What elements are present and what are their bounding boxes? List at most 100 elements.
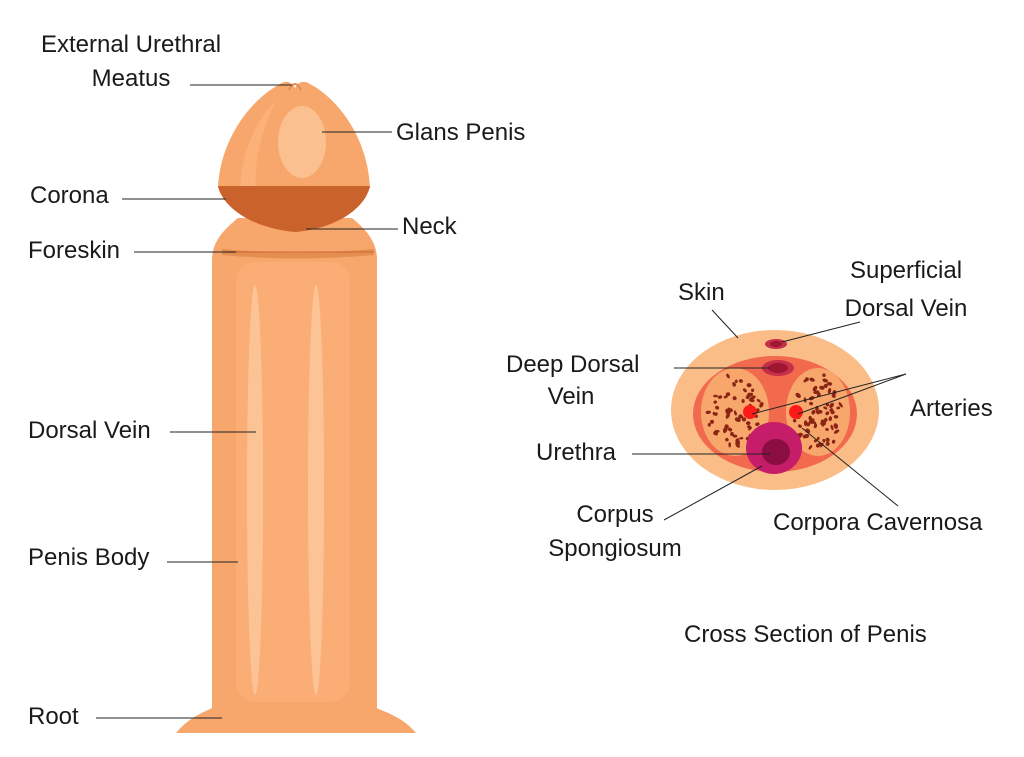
label-foreskin: Foreskin	[28, 237, 121, 264]
cavernosa-dot	[831, 439, 836, 444]
superficial-label-line2: Dorsal Vein	[844, 295, 968, 322]
cavernosa-dot	[727, 407, 731, 413]
cavernosa-dot	[750, 388, 755, 392]
cross-leader-lines	[632, 309, 907, 521]
cavernosa-dot	[745, 421, 751, 426]
deep-label-line2: Vein	[547, 383, 595, 410]
cavernosa-dot	[809, 377, 815, 382]
cavernosa-dot	[804, 377, 809, 382]
cavernosa-dot	[750, 392, 754, 396]
cavernosa-dot	[723, 426, 728, 434]
cavernosa-dot	[833, 415, 839, 419]
glans-highlight	[278, 106, 326, 178]
cavernosa-dot	[727, 427, 733, 432]
cavernosa-dot	[810, 420, 817, 424]
cavernosa-dot	[813, 390, 820, 395]
cavernosa-dot	[742, 388, 747, 393]
cavernosa-dot	[741, 399, 745, 403]
cavernosa-dot	[805, 422, 811, 427]
superficial-label-line1: Superficial	[849, 257, 963, 284]
arteries-line-2	[797, 373, 907, 415]
cavernosa-dot	[747, 425, 752, 429]
cavernosa-dot	[795, 392, 801, 398]
cavernosa-dot	[833, 423, 839, 429]
cavernosa-dot	[811, 409, 816, 415]
cavernosa-dot	[759, 401, 764, 408]
spongiosum-label-line1: Corpus	[576, 501, 654, 528]
cavernosa-dot	[825, 437, 830, 442]
cavernosa-dot	[739, 437, 744, 440]
cavernosa-dot	[825, 441, 830, 446]
cavernosa-dot	[726, 373, 730, 379]
cavernosa-dot	[822, 378, 829, 383]
cavernosa-dot	[823, 406, 828, 410]
cavernosa-dot	[733, 410, 737, 416]
cavernosa-dot	[732, 382, 736, 387]
artery-left	[743, 405, 757, 419]
cavernosa-dot	[808, 445, 813, 450]
cavernosa-dot	[735, 438, 741, 445]
cavernosa-dot	[825, 427, 829, 431]
cavernosa-dot	[738, 379, 743, 383]
cavernosa-dot	[831, 393, 836, 398]
cavernosa-dot	[715, 405, 720, 410]
cross-section	[632, 309, 907, 521]
meatus-shape	[288, 83, 302, 91]
spongiosum-label-line2: Spongiosum	[548, 535, 682, 562]
superficial-line	[781, 321, 861, 343]
label-neck: Neck	[402, 213, 457, 240]
meatus-label-line2: Meatus	[91, 65, 171, 92]
cavernosa-dot	[820, 421, 826, 426]
cavernosa-dot	[745, 396, 750, 400]
cavernosa-dot	[713, 394, 718, 398]
cavernosa-dot	[816, 436, 820, 441]
cavernosa-dot	[714, 412, 718, 416]
cavernosa-dot	[828, 416, 833, 422]
cavernosa-dot	[713, 431, 717, 436]
skin-line	[711, 309, 739, 339]
artery-right	[789, 405, 803, 419]
label-dorsal-vein: Dorsal Vein	[28, 417, 151, 444]
cavernosa-dot	[705, 410, 711, 415]
label-deep-dorsal-vein: Deep Dorsal Vein	[506, 350, 640, 412]
cavernosa-dot	[798, 432, 803, 437]
cavernosa-dot	[836, 406, 841, 410]
cavernosa-dot	[797, 424, 802, 428]
corona-shape	[218, 186, 370, 232]
cavernosa-dot	[707, 422, 711, 427]
cavernosa-dot	[725, 392, 731, 397]
spongiosum-line	[663, 465, 763, 521]
cross-section-caption: Cross Section of Penis	[684, 621, 927, 648]
cavernosa-dot	[717, 395, 723, 399]
cavernosa-dot	[732, 396, 737, 401]
cavernosa-dot	[709, 419, 715, 424]
cavernosa-dot	[808, 415, 813, 421]
label-external-urethral-meatus: External Urethral Meatus	[22, 30, 240, 94]
dorsal-vein-shape	[247, 285, 263, 695]
cavernosa-dot	[732, 434, 738, 438]
cavernosa-dot	[713, 400, 717, 404]
cavernosa-dot	[815, 407, 819, 411]
cavernosa-dot	[734, 379, 738, 384]
label-skin: Skin	[678, 279, 725, 306]
cavernosa-dot	[825, 411, 830, 416]
cavernosa-dot	[833, 429, 840, 434]
side-leader-lines	[96, 84, 398, 719]
cavernosa-dot	[827, 387, 832, 394]
cavernosa-dot	[748, 426, 752, 431]
cavernosa-dot	[748, 398, 755, 403]
cavernosa-line	[801, 427, 899, 507]
cavernosa-dot	[725, 412, 730, 419]
label-arteries: Arteries	[910, 395, 993, 422]
deep-label-line1: Deep Dorsal	[506, 351, 640, 378]
cavernosa-dot	[817, 409, 822, 414]
cavernosa-dot	[813, 439, 817, 443]
label-glans-penis: Glans Penis	[396, 119, 526, 146]
cavernosa-dot	[826, 381, 833, 386]
cavernosa-dot	[830, 424, 834, 431]
cavernosa-dot	[812, 385, 818, 392]
deep-dorsal-vein-inner	[768, 363, 788, 373]
cavernosa-dot	[829, 402, 834, 409]
urethra-shape	[762, 439, 790, 465]
